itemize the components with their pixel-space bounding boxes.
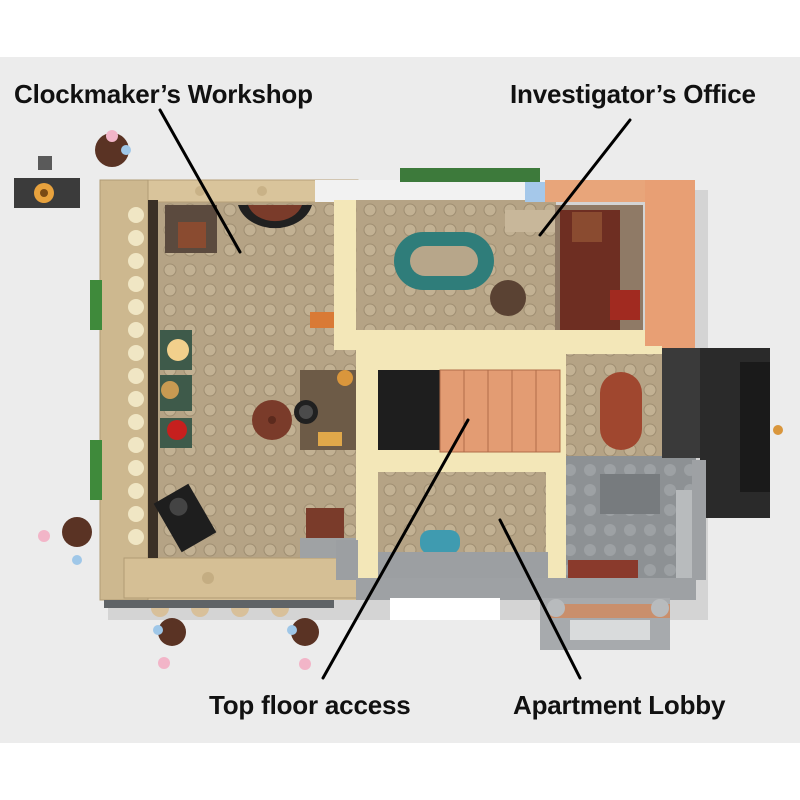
- stair-opening: [378, 370, 440, 450]
- office-top-wall: [315, 180, 545, 202]
- flower-pot-bottom-mid: [158, 618, 186, 646]
- label-top-floor-access: Top floor access: [209, 690, 411, 720]
- office-chair: [572, 212, 602, 242]
- pointer-clockmaker: [158, 108, 242, 254]
- wall-stud-column: [128, 207, 144, 545]
- stair-step-5: [535, 369, 561, 453]
- investigator-office-room: [315, 168, 695, 350]
- plant-left: [90, 280, 102, 330]
- apartment-lobby-room: [336, 456, 696, 650]
- lobby-mat: [568, 560, 638, 580]
- workshop-bottom-wall: [123, 557, 359, 599]
- label-investigators-office: Investigator’s Office: [510, 79, 756, 109]
- office-round-table: [490, 280, 526, 316]
- cooking-pot: [306, 508, 344, 538]
- office-left-wall: [334, 200, 356, 350]
- office-top-plants: [400, 168, 540, 182]
- pointer-investigator: [538, 118, 632, 237]
- flower-pot-top: [95, 133, 129, 167]
- pointer-top-floor: [321, 418, 470, 680]
- workshop-window-strip: [148, 200, 158, 558]
- side-entrance: [662, 348, 783, 580]
- office-right-wall: [645, 180, 695, 348]
- stair-step-1: [439, 369, 465, 453]
- pendulum-clock: [153, 483, 217, 553]
- top-floor-stairs: [356, 346, 662, 458]
- label-apartment-lobby: Apartment Lobby: [513, 690, 726, 720]
- flower-pot-bottom-left: [62, 517, 92, 547]
- annotation-lines: [158, 108, 632, 680]
- pointer-lobby: [498, 518, 582, 680]
- barrel-item: [310, 312, 336, 328]
- lobby-oval-rug: [600, 372, 642, 450]
- stair-step-2: [463, 369, 489, 453]
- label-clockmakers-workshop: Clockmaker’s Workshop: [14, 79, 313, 109]
- lobby-front-wall: [356, 578, 696, 600]
- front-step: [390, 598, 500, 620]
- clockmaker-workshop-room: [14, 130, 359, 670]
- flower-pot-bottom-right: [291, 618, 319, 646]
- stair-step-4: [511, 369, 537, 453]
- lobby-sink: [420, 530, 460, 554]
- bottom-railing: [104, 599, 334, 617]
- stair-step-3: [487, 369, 513, 453]
